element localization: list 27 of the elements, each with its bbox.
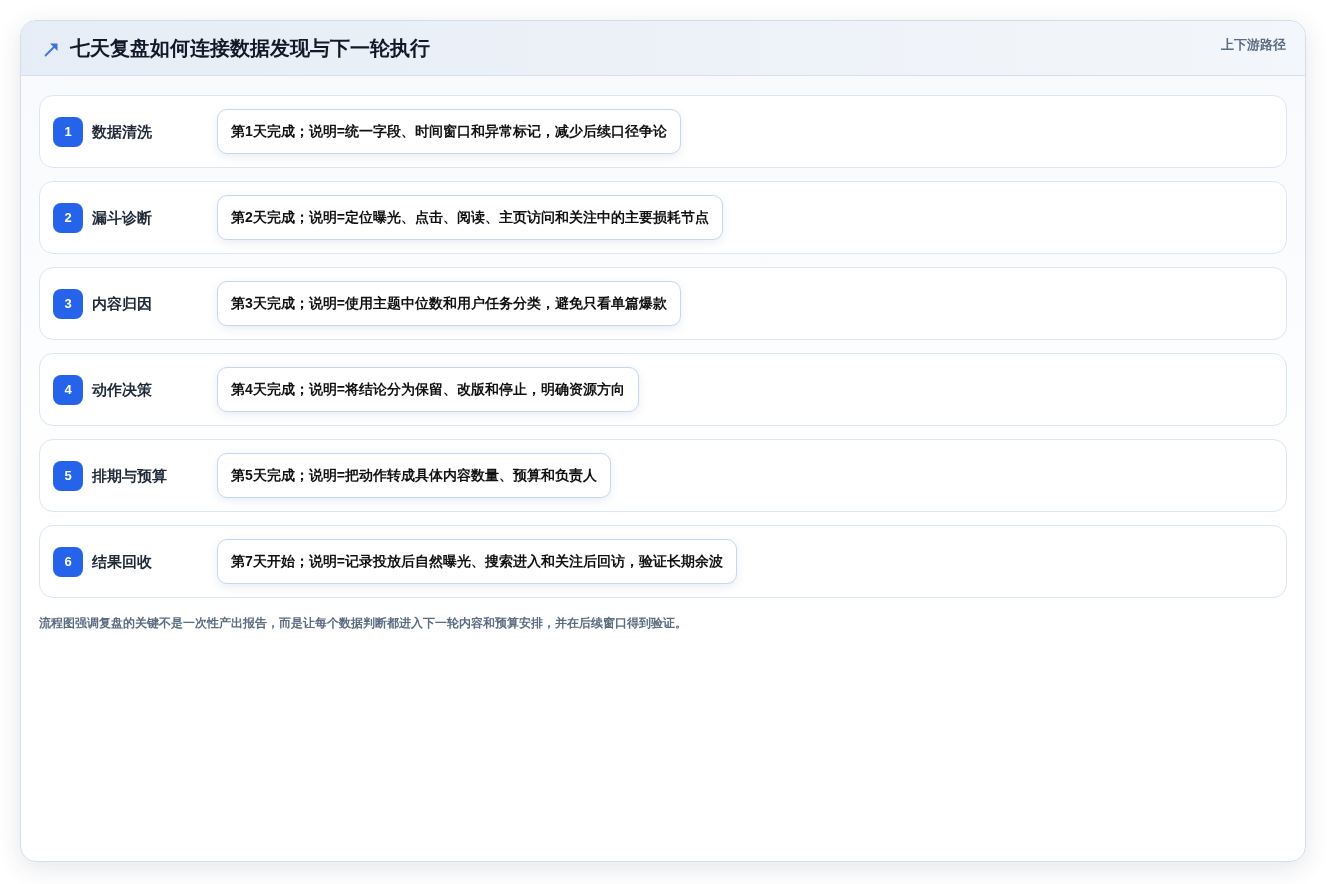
step-detail-card: 第7天开始；说明=记录投放后自然曝光、搜索进入和关注后回访，验证长期余波 xyxy=(217,539,737,584)
step-name: 排期与预算 xyxy=(92,467,167,485)
step-name: 结果回收 xyxy=(92,553,152,571)
step-detail-card: 第1天完成；说明=统一字段、时间窗口和异常标记，减少后续口径争论 xyxy=(217,109,681,154)
step-detail-card: 第2天完成；说明=定位曝光、点击、阅读、主页访问和关注中的主要损耗节点 xyxy=(217,195,723,240)
step-number: 5 xyxy=(53,461,83,491)
step-row xyxy=(39,439,1287,512)
step-name: 数据清洗 xyxy=(92,123,152,141)
step-number: 1 xyxy=(53,117,83,147)
step-row xyxy=(39,353,1287,426)
step-number: 4 xyxy=(53,375,83,405)
step-name: 动作决策 xyxy=(92,381,152,399)
step-detail-card: 第5天完成；说明=把动作转成具体内容数量、预算和负责人 xyxy=(217,453,611,498)
step-detail-card: 第3天完成；说明=使用主题中位数和用户任务分类，避免只看单篇爆款 xyxy=(217,281,681,326)
step-row xyxy=(39,525,1287,598)
step-detail-card: 第4天完成；说明=将结论分为保留、改版和停止，明确资源方向 xyxy=(217,367,639,412)
step-number: 3 xyxy=(53,289,83,319)
header-tag: 上下游路径 xyxy=(1221,37,1286,53)
step-number: 6 xyxy=(53,547,83,577)
footnote: 流程图强调复盘的关键不是一次性产出报告，而是让每个数据判断都进入下一轮内容和预算安排，并在后续窗口得到验证。 xyxy=(39,615,687,631)
step-row xyxy=(39,267,1287,340)
diagram-title: 七天复盘如何连接数据发现与下一轮执行 xyxy=(70,36,430,60)
step-row xyxy=(39,181,1287,254)
step-number: 2 xyxy=(53,203,83,233)
step-row xyxy=(39,95,1287,168)
step-name: 内容归因 xyxy=(92,295,152,313)
step-name: 漏斗诊断 xyxy=(92,209,152,227)
